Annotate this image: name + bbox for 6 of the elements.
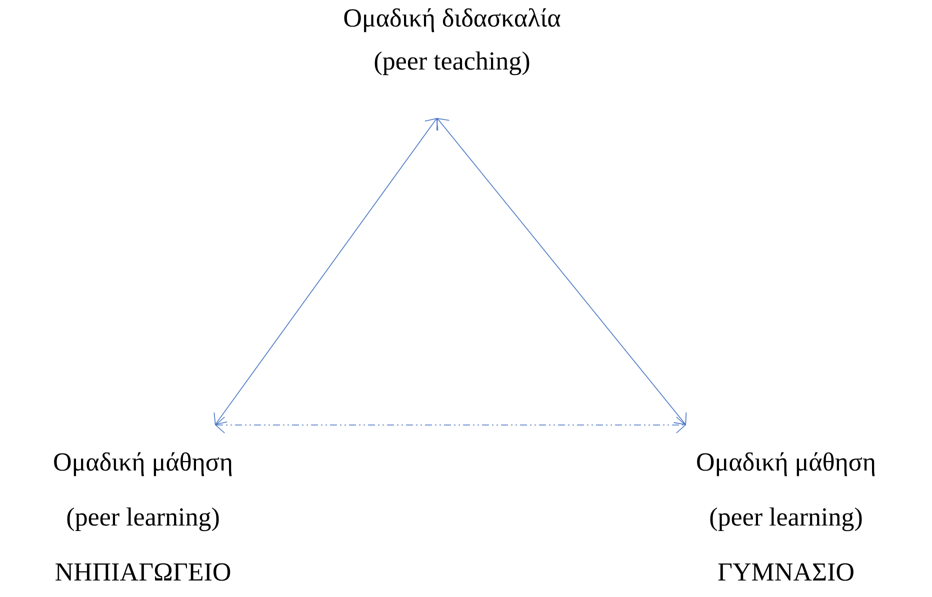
arrow [215,416,686,434]
arrow [214,118,438,425]
arrow [436,118,687,425]
text-label: Ομαδική μάθηση (peer learning) ΝΗΠΙΑΓΩΓΕΙΟ [54,452,232,581]
text-label: Ομαδική μάθηση (peer learning) ΓΥΜΝΑΣΙΟ [697,452,875,581]
text-label: Ομαδική διδασκαλία (peer teaching) [344,8,560,76]
